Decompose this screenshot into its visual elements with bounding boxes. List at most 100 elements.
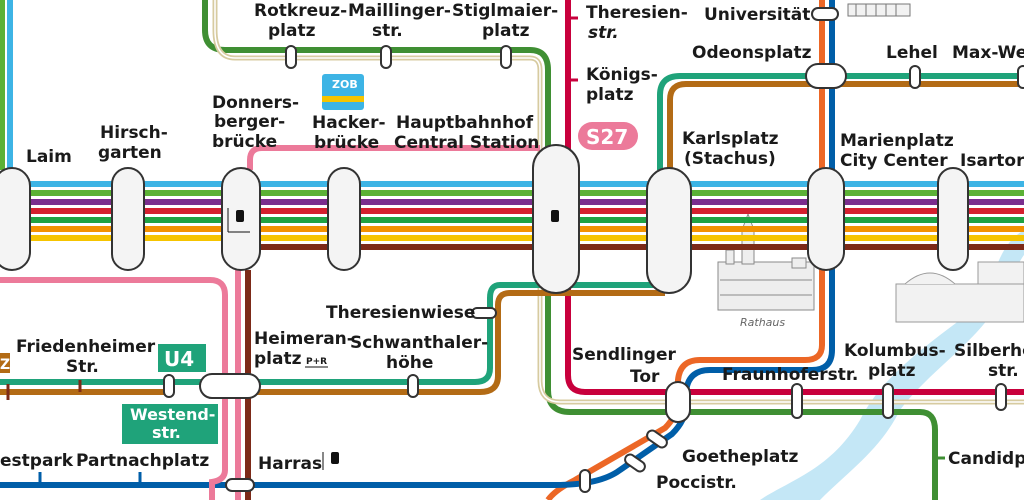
label-koenigsplatz-1: Königs- [586,65,658,85]
pill-fraunhoferstr [791,383,803,419]
station-capsule-laim [0,167,31,271]
s-bahn-trunk [0,181,1024,250]
label-marienplatz-1: Marienplatz [840,131,954,151]
pill-maxweber [1017,65,1024,89]
pill-heimeranplatz [199,373,261,399]
pill-westendstr [163,374,175,398]
rathaus-label: Rathaus [740,316,785,329]
label-hauptbahnhof-2: Central Station [394,133,539,153]
label-heimeranplatz-1: Heimeran- [254,329,354,349]
z-badge [0,353,10,373]
label-marienplatz-2: City Center [840,151,948,171]
pill-universitaet [811,7,839,21]
label-heimeranplatz-2: platz [254,349,302,369]
svg-text:str.: str. [152,423,181,442]
svg-text:Westend-: Westend- [130,405,215,424]
label-universitaet: Universität [704,5,810,25]
label-laim: Laim [26,147,72,167]
label-sendlingertor-2: Tor [630,367,660,387]
label-lehel: Lehel [886,43,938,63]
label-harras: Harras [258,454,322,474]
label-theresienstr-1: Theresien- [586,3,688,23]
pill-lehel [909,65,921,89]
label-karlsplatz-1: Karlsplatz [682,129,779,149]
u4-badge: U4 [158,344,206,372]
line-u5-brown-north [667,81,1024,170]
label-donnersbergerbruecke-1: Donners- [212,93,299,113]
line-u4-teal-north [657,73,1024,170]
label-westpark: estpark [0,451,74,471]
s27-label: S27 [586,125,628,149]
label-sendlingertor-1: Sendlinger [572,345,677,365]
label-silberhorn-2: str. [988,361,1019,381]
label-karlsplatz-2: (Stachus) [684,149,776,169]
label-schwanthalerhoehe-1: Schwanthaler- [350,333,488,353]
svg-text:ZOB: ZOB [332,78,358,91]
station-ticks-red [568,16,578,82]
label-hackerbruecke-2: brücke [314,133,379,153]
label-hackerbruecke-1: Hacker- [312,113,386,133]
line-tram-beige-core [214,0,1024,403]
label-goetheplatz: Goetheplatz [682,447,799,467]
label-donnersbergerbruecke-2: berger- [214,112,285,132]
pill-poccistr [624,453,646,473]
westendstr-label-box [122,404,218,444]
label-maillingerstr-1: Maillinger- [348,1,451,21]
station-ticks [6,380,82,400]
label-poccistr: Poccistr. [656,473,737,493]
label-rotkreuzplatz-2: platz [268,21,316,41]
pill-silberhornstr [995,383,1007,411]
label-fraunhoferstr: Fraunhoferstr. [722,365,858,385]
line-s-pink-north [247,145,540,170]
label-donnersbergerbruecke-3: brücke [212,132,277,152]
station-ticks-blue [38,472,142,486]
label-schwanthalerhoehe-2: höhe [386,353,433,373]
train-icon [236,210,559,464]
label-friedenheimer-1: Friedenheimer [16,337,156,357]
museum-illustration [895,261,1024,323]
label-maxweber: Max-Wer [952,43,1024,63]
label-theresienwiese: Theresienwiese [326,303,475,323]
label-partnachplatz: Partnachplatz [76,451,209,471]
label-stiglmaierplatz-1: Stiglmaier- [452,1,558,21]
line-u4-teal-west [0,282,665,385]
label-hauptbahnhof-1: Hauptbahnhof [396,113,534,133]
pill-theresienwiese [471,307,497,319]
pill-harras [225,478,255,492]
svg-text:Z: Z [0,357,10,373]
park-ride-label: P+R [306,357,327,367]
label-stiglmaierplatz-2: platz [482,21,530,41]
pill-schwanthalerhoehe [407,374,419,398]
station-capsule-isartor [937,167,969,271]
label-candidplatz: Candidp [948,449,1024,469]
pill-sendlingertor [665,381,691,423]
label-rotkreuzplatz-1: Rotkreuz- [254,1,347,21]
station-capsule-hirschgarten [111,167,145,271]
zob-icon: ZOB [322,74,364,110]
label-koenigsplatz-2: platz [586,85,634,105]
label-hirschgarten-2: garten [98,143,162,163]
label-friedenheimer-2: Str. [66,357,99,377]
label-hirschgarten-1: Hirsch- [100,123,168,143]
station-capsule-karlsplatz [646,167,692,294]
label-kolumbusplatz-2: platz [868,361,916,381]
station-capsule-hackerbruecke [327,167,361,271]
pill-poccistr-south [579,469,591,493]
u4-label: U4 [164,347,194,371]
label-kolumbusplatz-1: Kolumbus- [844,341,946,361]
line-u5-brown-west [240,290,665,395]
label-isartor: Isartor [960,151,1024,171]
station-capsule-marienplatz [807,167,845,271]
label-theresienstr-2: str. [588,23,619,43]
university-illustration [847,3,911,17]
line-u2-red [565,0,1024,395]
label-odeonsplatz: Odeonsplatz [692,43,812,63]
pill-goetheplatz [646,429,668,449]
pill-maillingerstr [380,45,392,69]
minor-station-pills [163,7,1024,493]
label-silberhorn-1: Silberhor [954,341,1024,361]
label-maillingerstr-2: str. [372,21,403,41]
